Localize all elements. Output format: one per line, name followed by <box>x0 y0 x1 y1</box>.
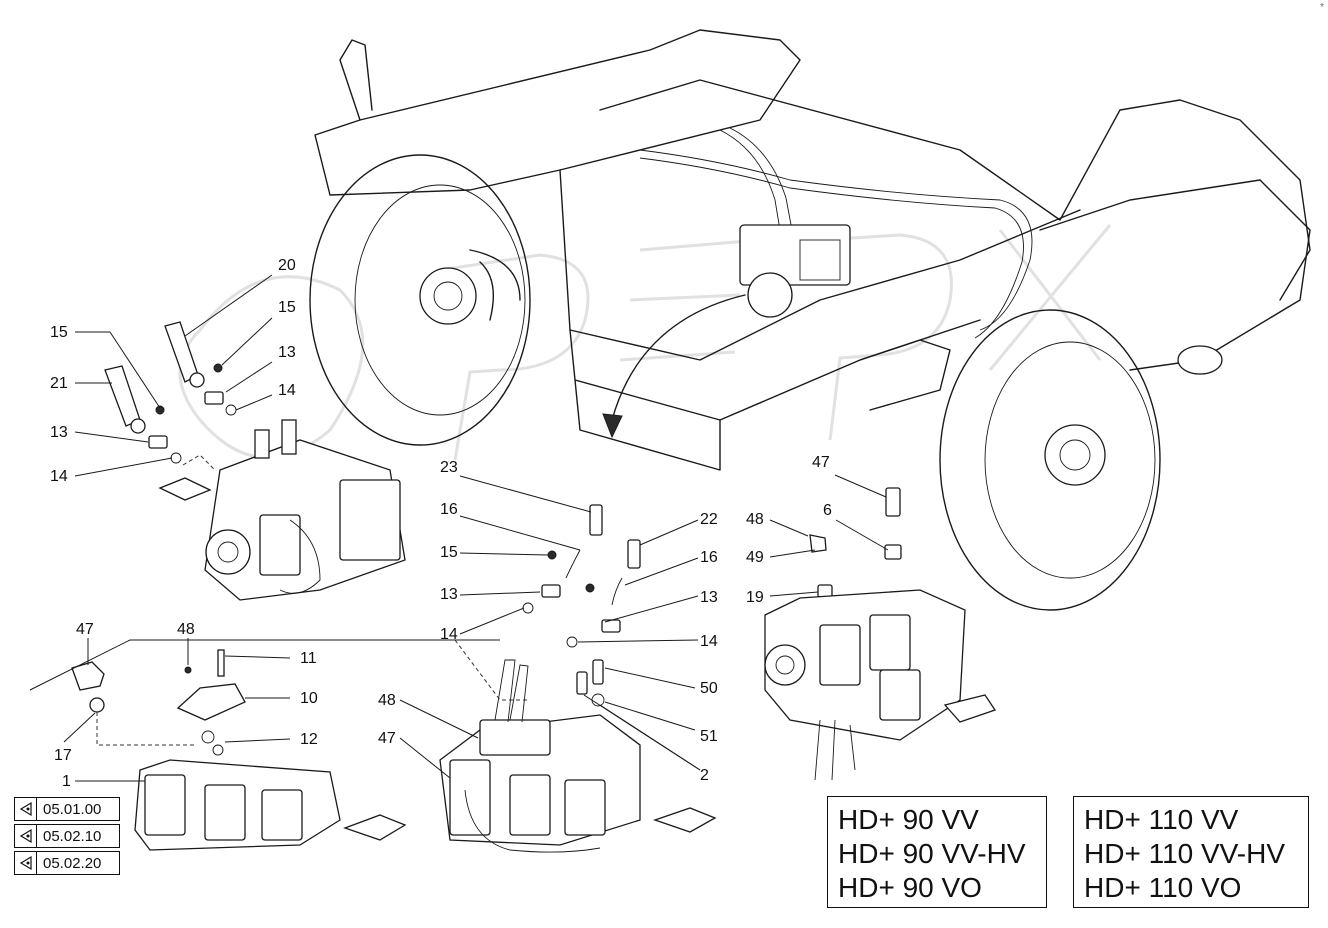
callout-13: 13 <box>278 344 296 361</box>
left-arrow-triangle-icon <box>15 825 37 847</box>
callout-50: 50 <box>700 680 718 697</box>
callout-19: 19 <box>746 589 764 606</box>
callout-14: 14 <box>50 468 68 485</box>
model-box-hd90: HD+ 90 VV HD+ 90 VV-HV HD+ 90 VO <box>827 796 1047 908</box>
callout-13: 13 <box>700 589 718 606</box>
callout-49: 49 <box>746 549 764 566</box>
callout-47: 47 <box>76 621 94 638</box>
reference-list: 05.01.00 05.02.10 05.02.20 <box>14 797 120 878</box>
callout-14: 14 <box>278 382 296 399</box>
callout-22: 22 <box>700 511 718 528</box>
callout-47: 47 <box>378 730 396 747</box>
reference-link-05-01-00[interactable]: 05.01.00 <box>14 797 120 821</box>
callout-2: 2 <box>700 767 709 784</box>
callout-20: 20 <box>278 257 296 274</box>
callout-14: 14 <box>700 633 718 650</box>
callout-48: 48 <box>177 621 195 638</box>
pump-assembly-bottom-left <box>71 649 407 851</box>
callout-leaders <box>63 274 889 782</box>
left-exploded-fittings <box>104 321 237 464</box>
reference-link-05-02-20[interactable]: 05.02.20 <box>14 851 120 875</box>
callout-17: 17 <box>54 747 72 764</box>
callout-13: 13 <box>50 424 68 441</box>
watermark <box>178 224 1112 461</box>
callout-15: 15 <box>440 544 458 561</box>
pump-assembly-centre <box>439 659 717 853</box>
callout-16: 16 <box>700 549 718 566</box>
callout-48: 48 <box>378 692 396 709</box>
machine-frame <box>309 29 1311 611</box>
corner-mark: * <box>1320 2 1324 13</box>
centre-exploded-fittings <box>522 504 641 707</box>
model-name: HD+ 90 VO <box>838 872 982 903</box>
callout-23: 23 <box>440 459 458 476</box>
pump-assembly-right <box>764 487 997 781</box>
model-name: HD+ 90 VV-HV <box>838 838 1026 869</box>
reference-label: 05.02.20 <box>43 854 102 872</box>
callout-6: 6 <box>823 502 832 519</box>
callout-51: 51 <box>700 728 718 745</box>
model-name: HD+ 110 VV-HV <box>1084 838 1286 869</box>
callout-13: 13 <box>440 586 458 603</box>
callout-1: 1 <box>62 773 71 790</box>
callout-10: 10 <box>300 690 318 707</box>
callout-16: 16 <box>440 501 458 518</box>
pump-assembly-left <box>158 419 406 601</box>
callout-14: 14 <box>440 626 458 643</box>
callout-labels: 20 15 15 13 21 14 13 14 23 16 22 15 16 1… <box>50 257 832 790</box>
callout-12: 12 <box>300 731 318 748</box>
callout-15: 15 <box>278 299 296 316</box>
reference-label: 05.01.00 <box>43 800 102 818</box>
left-arrow-triangle-icon <box>15 852 37 874</box>
callout-11: 11 <box>300 650 317 667</box>
left-arrow-triangle-icon <box>15 798 37 820</box>
guide-lines <box>29 454 530 701</box>
callout-15: 15 <box>50 324 68 341</box>
model-name: HD+ 110 VV <box>1084 804 1239 835</box>
callout-21: 21 <box>50 375 68 392</box>
model-name: HD+ 110 VO <box>1084 872 1242 903</box>
reference-label: 05.02.10 <box>43 827 102 845</box>
reference-link-05-02-10[interactable]: 05.02.10 <box>14 824 120 848</box>
callout-48: 48 <box>746 511 764 528</box>
model-name: HD+ 90 VV <box>838 804 979 835</box>
model-box-hd110: HD+ 110 VV HD+ 110 VV-HV HD+ 110 VO <box>1073 796 1309 908</box>
callout-47: 47 <box>812 454 830 471</box>
